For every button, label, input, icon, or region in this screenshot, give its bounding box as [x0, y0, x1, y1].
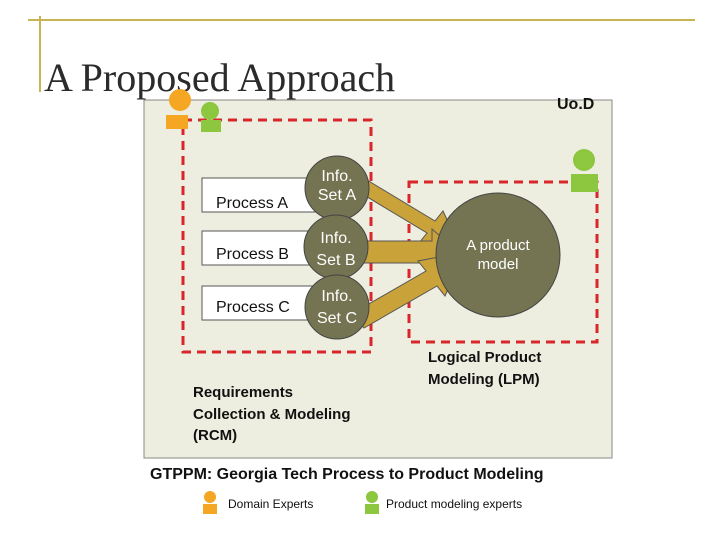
product-model-line1: A product	[466, 237, 530, 254]
info-set-b-line1: Info.	[320, 230, 352, 247]
domain-expert-icon	[166, 89, 191, 129]
domain-expert-icon	[203, 491, 217, 514]
rcm-line1: Requirements	[193, 384, 294, 401]
rcm-line2: Collection & Modeling	[193, 406, 351, 423]
rcm-line3: (RCM)	[193, 427, 238, 444]
lpm-line1: Logical Product	[428, 349, 542, 366]
page-title: A Proposed Approach	[44, 55, 396, 100]
rcm-boundary	[181, 118, 373, 354]
process-a-label: Process A	[216, 195, 289, 212]
process-b-label: Process B	[216, 246, 289, 263]
info-set-c-line2: Set C	[316, 310, 357, 327]
caption: GTPPM: Georgia Tech Process to Product M…	[150, 466, 544, 483]
info-set-b-line2: Set B	[316, 252, 356, 269]
product-modeling-expert-icon	[201, 102, 221, 132]
info-set-c-circle	[304, 274, 370, 340]
legend-domain-label: Domain Experts	[228, 497, 314, 511]
info-set-a-line2: Set A	[317, 187, 357, 204]
product-model-circle	[435, 192, 561, 318]
process-c-label: Process C	[216, 299, 290, 316]
info-set-a-line1: Info.	[321, 168, 353, 185]
product-modeling-expert-icon	[571, 149, 598, 192]
lpm-line2: Modeling (LPM)	[428, 371, 540, 388]
product-model-line2: model	[477, 256, 519, 273]
product-modeling-expert-icon	[365, 491, 379, 514]
uod-label: Uo.D	[557, 96, 595, 113]
info-set-c-line1: Info.	[321, 288, 353, 305]
legend-product-label: Product modeling experts	[386, 497, 523, 511]
